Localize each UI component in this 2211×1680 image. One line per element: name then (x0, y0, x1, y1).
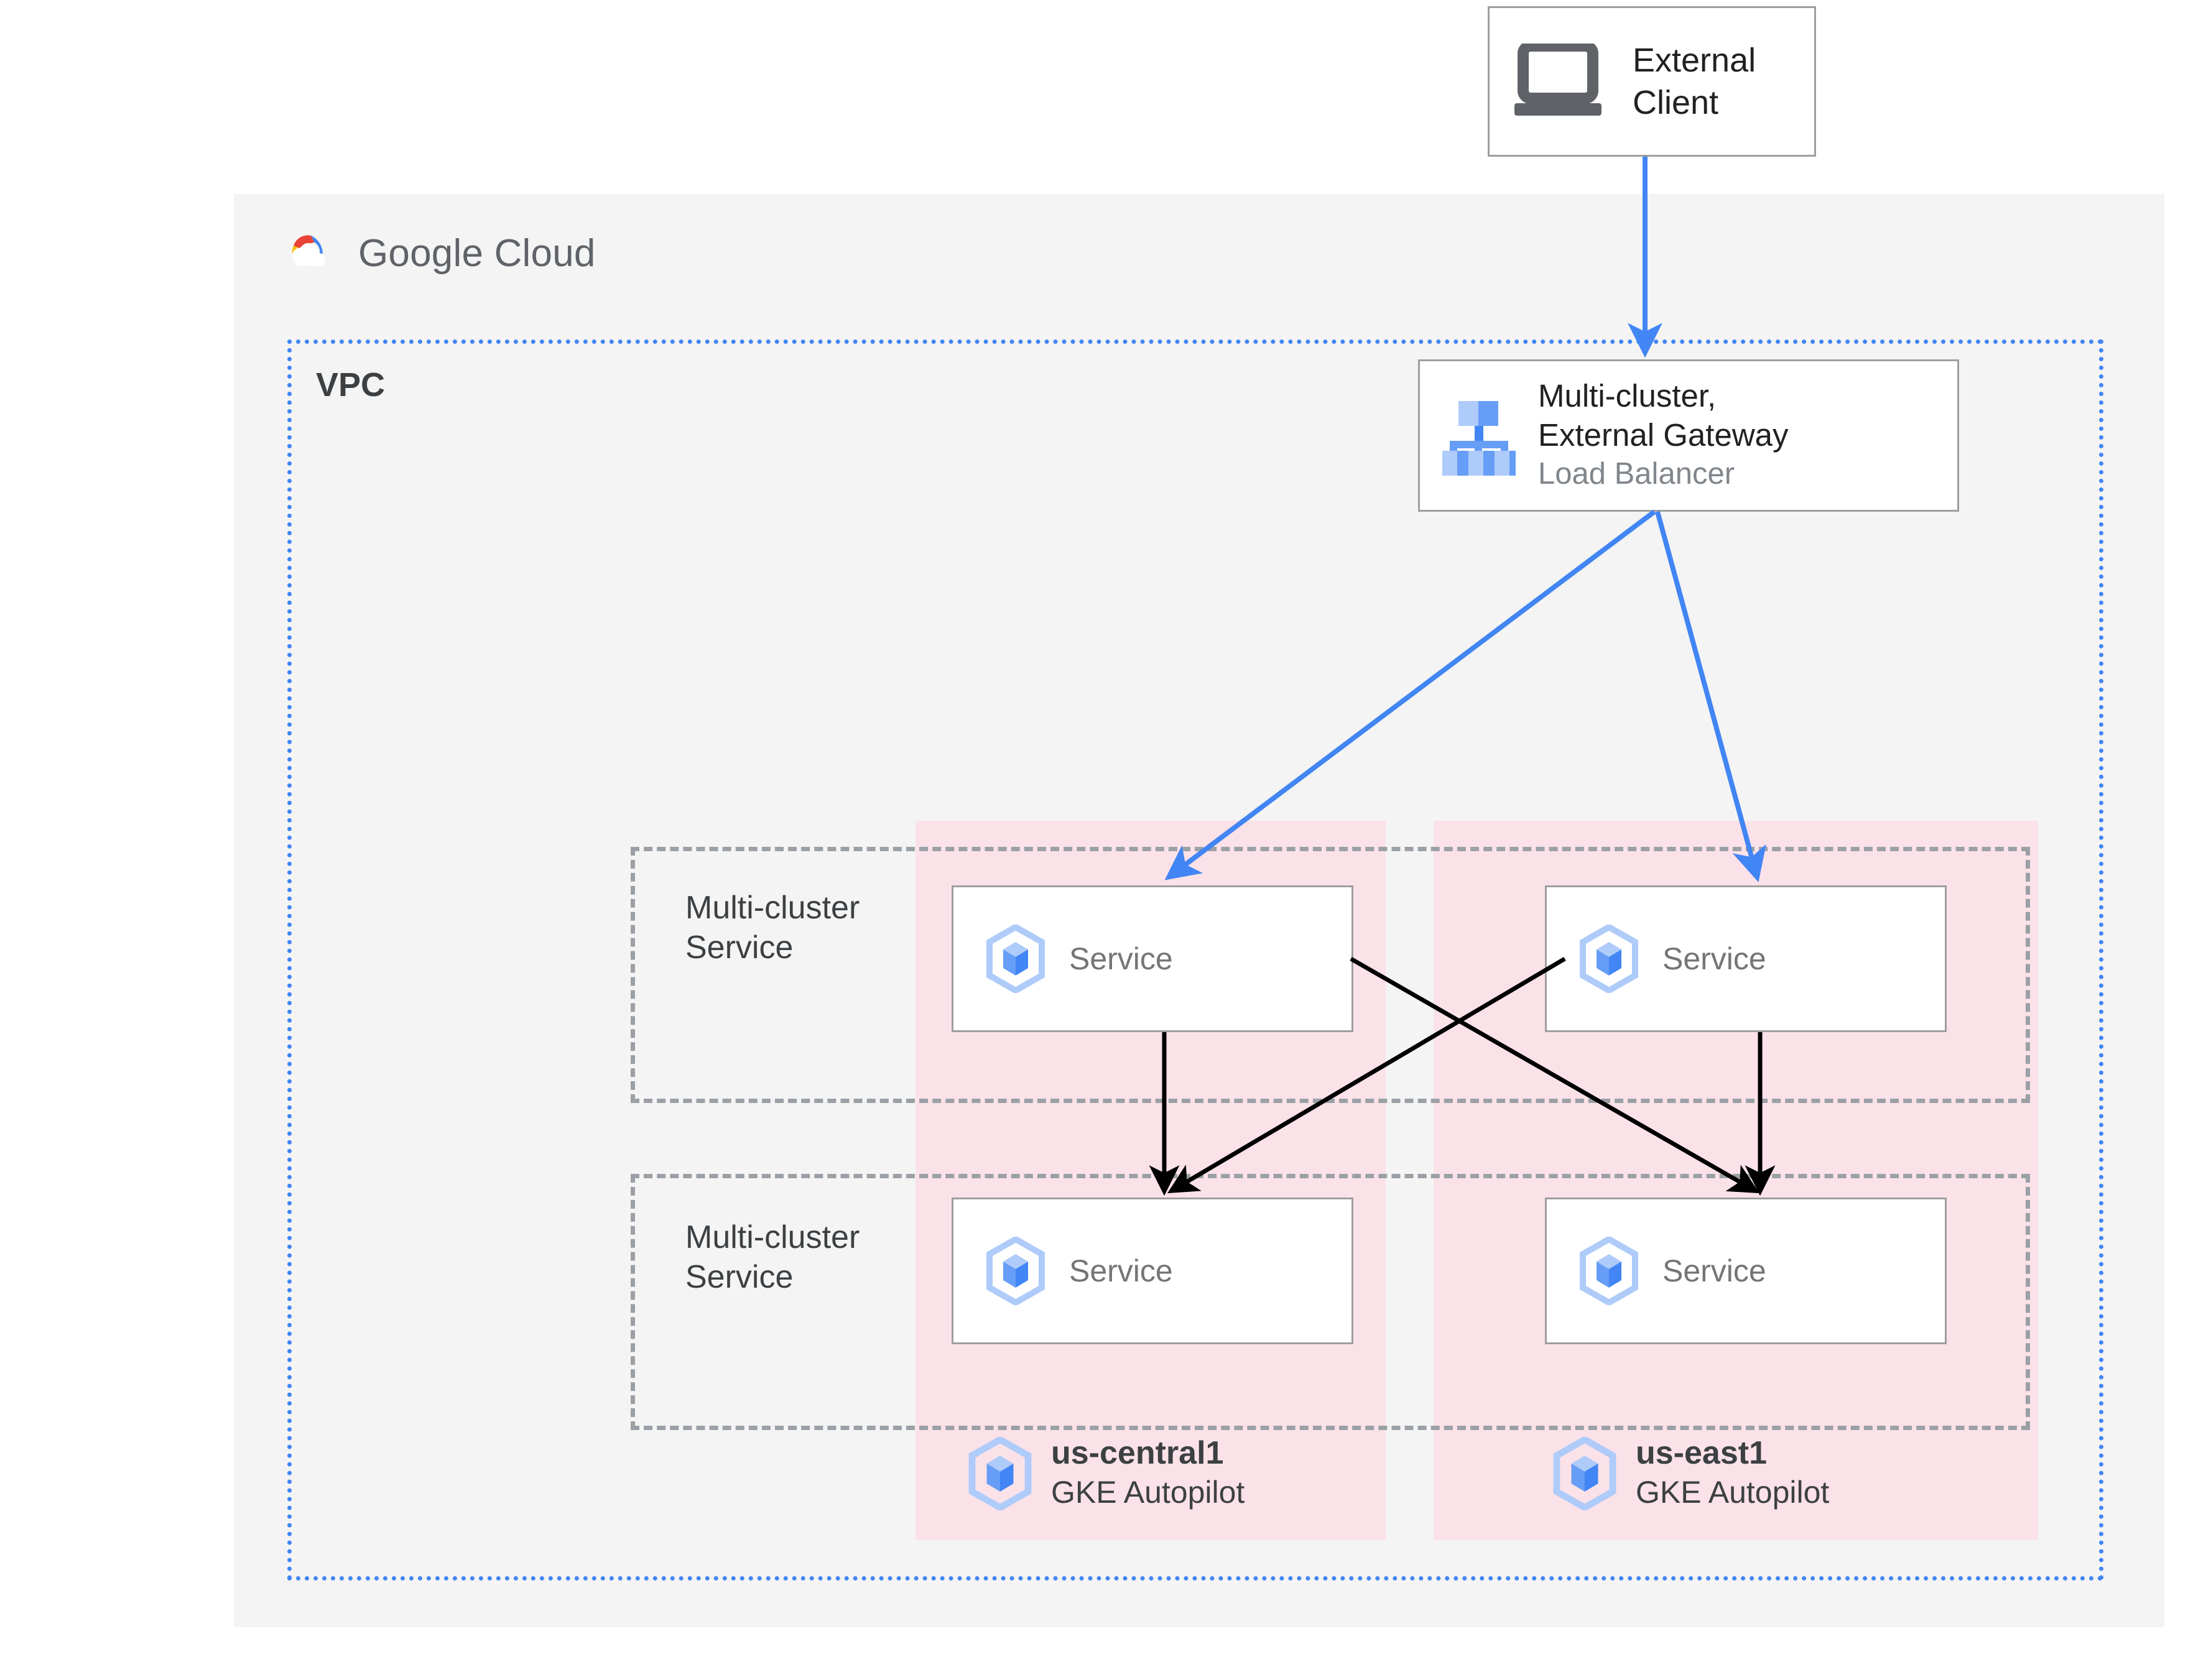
gke-cluster-icon (1552, 1436, 1617, 1510)
service-label: Service (1069, 941, 1173, 976)
service-box-us-east1-top[interactable]: Service (1545, 885, 1947, 1032)
google-cloud-wordmark: Google Cloud (358, 231, 596, 275)
vpc-container (287, 339, 2103, 1581)
load-balancer-subtitle: Load Balancer (1538, 456, 1735, 491)
cluster-name: us-central1 (1051, 1435, 1224, 1471)
google-cloud-branding: Google Cloud (281, 229, 596, 277)
external-client-box[interactable]: External Client (1488, 6, 1816, 157)
multi-cluster-service-label-top: Multi-cluster Service (685, 890, 860, 966)
service-box-us-central1-bottom[interactable]: Service (952, 1198, 1353, 1344)
cluster-name: us-east1 (1636, 1435, 1767, 1471)
load-balancer-title: Multi-cluster, External Gateway (1538, 378, 1789, 453)
gke-service-icon (1579, 925, 1639, 993)
gke-service-icon (1579, 1237, 1639, 1305)
multi-cluster-service-label-bottom: Multi-cluster Service (685, 1219, 860, 1296)
cluster-type: GKE Autopilot (1051, 1475, 1245, 1510)
google-word: Google (358, 231, 484, 275)
service-label: Service (1662, 941, 1766, 976)
service-label: Service (1662, 1253, 1766, 1288)
cluster-footer-us-east1: us-east1 GKE Autopilot (1552, 1434, 1829, 1513)
cluster-footer-us-central1: us-central1 GKE Autopilot (968, 1434, 1245, 1513)
service-label: Service (1069, 1253, 1173, 1288)
cloud-word: Cloud (483, 231, 596, 275)
google-cloud-logo-icon (281, 229, 336, 277)
gke-service-icon (986, 925, 1045, 993)
laptop-icon (1514, 44, 1606, 119)
load-balancer-box[interactable]: Multi-cluster, External Gateway Load Bal… (1418, 359, 1959, 512)
gke-service-icon (986, 1237, 1045, 1305)
vpc-label: VPC (316, 366, 386, 404)
service-box-us-east1-bottom[interactable]: Service (1545, 1198, 1947, 1344)
cluster-type: GKE Autopilot (1636, 1475, 1830, 1510)
gke-cluster-icon (968, 1436, 1032, 1510)
load-balancer-icon (1439, 396, 1519, 476)
external-client-label: External Client (1633, 41, 1756, 121)
service-box-us-central1-top[interactable]: Service (952, 885, 1353, 1032)
